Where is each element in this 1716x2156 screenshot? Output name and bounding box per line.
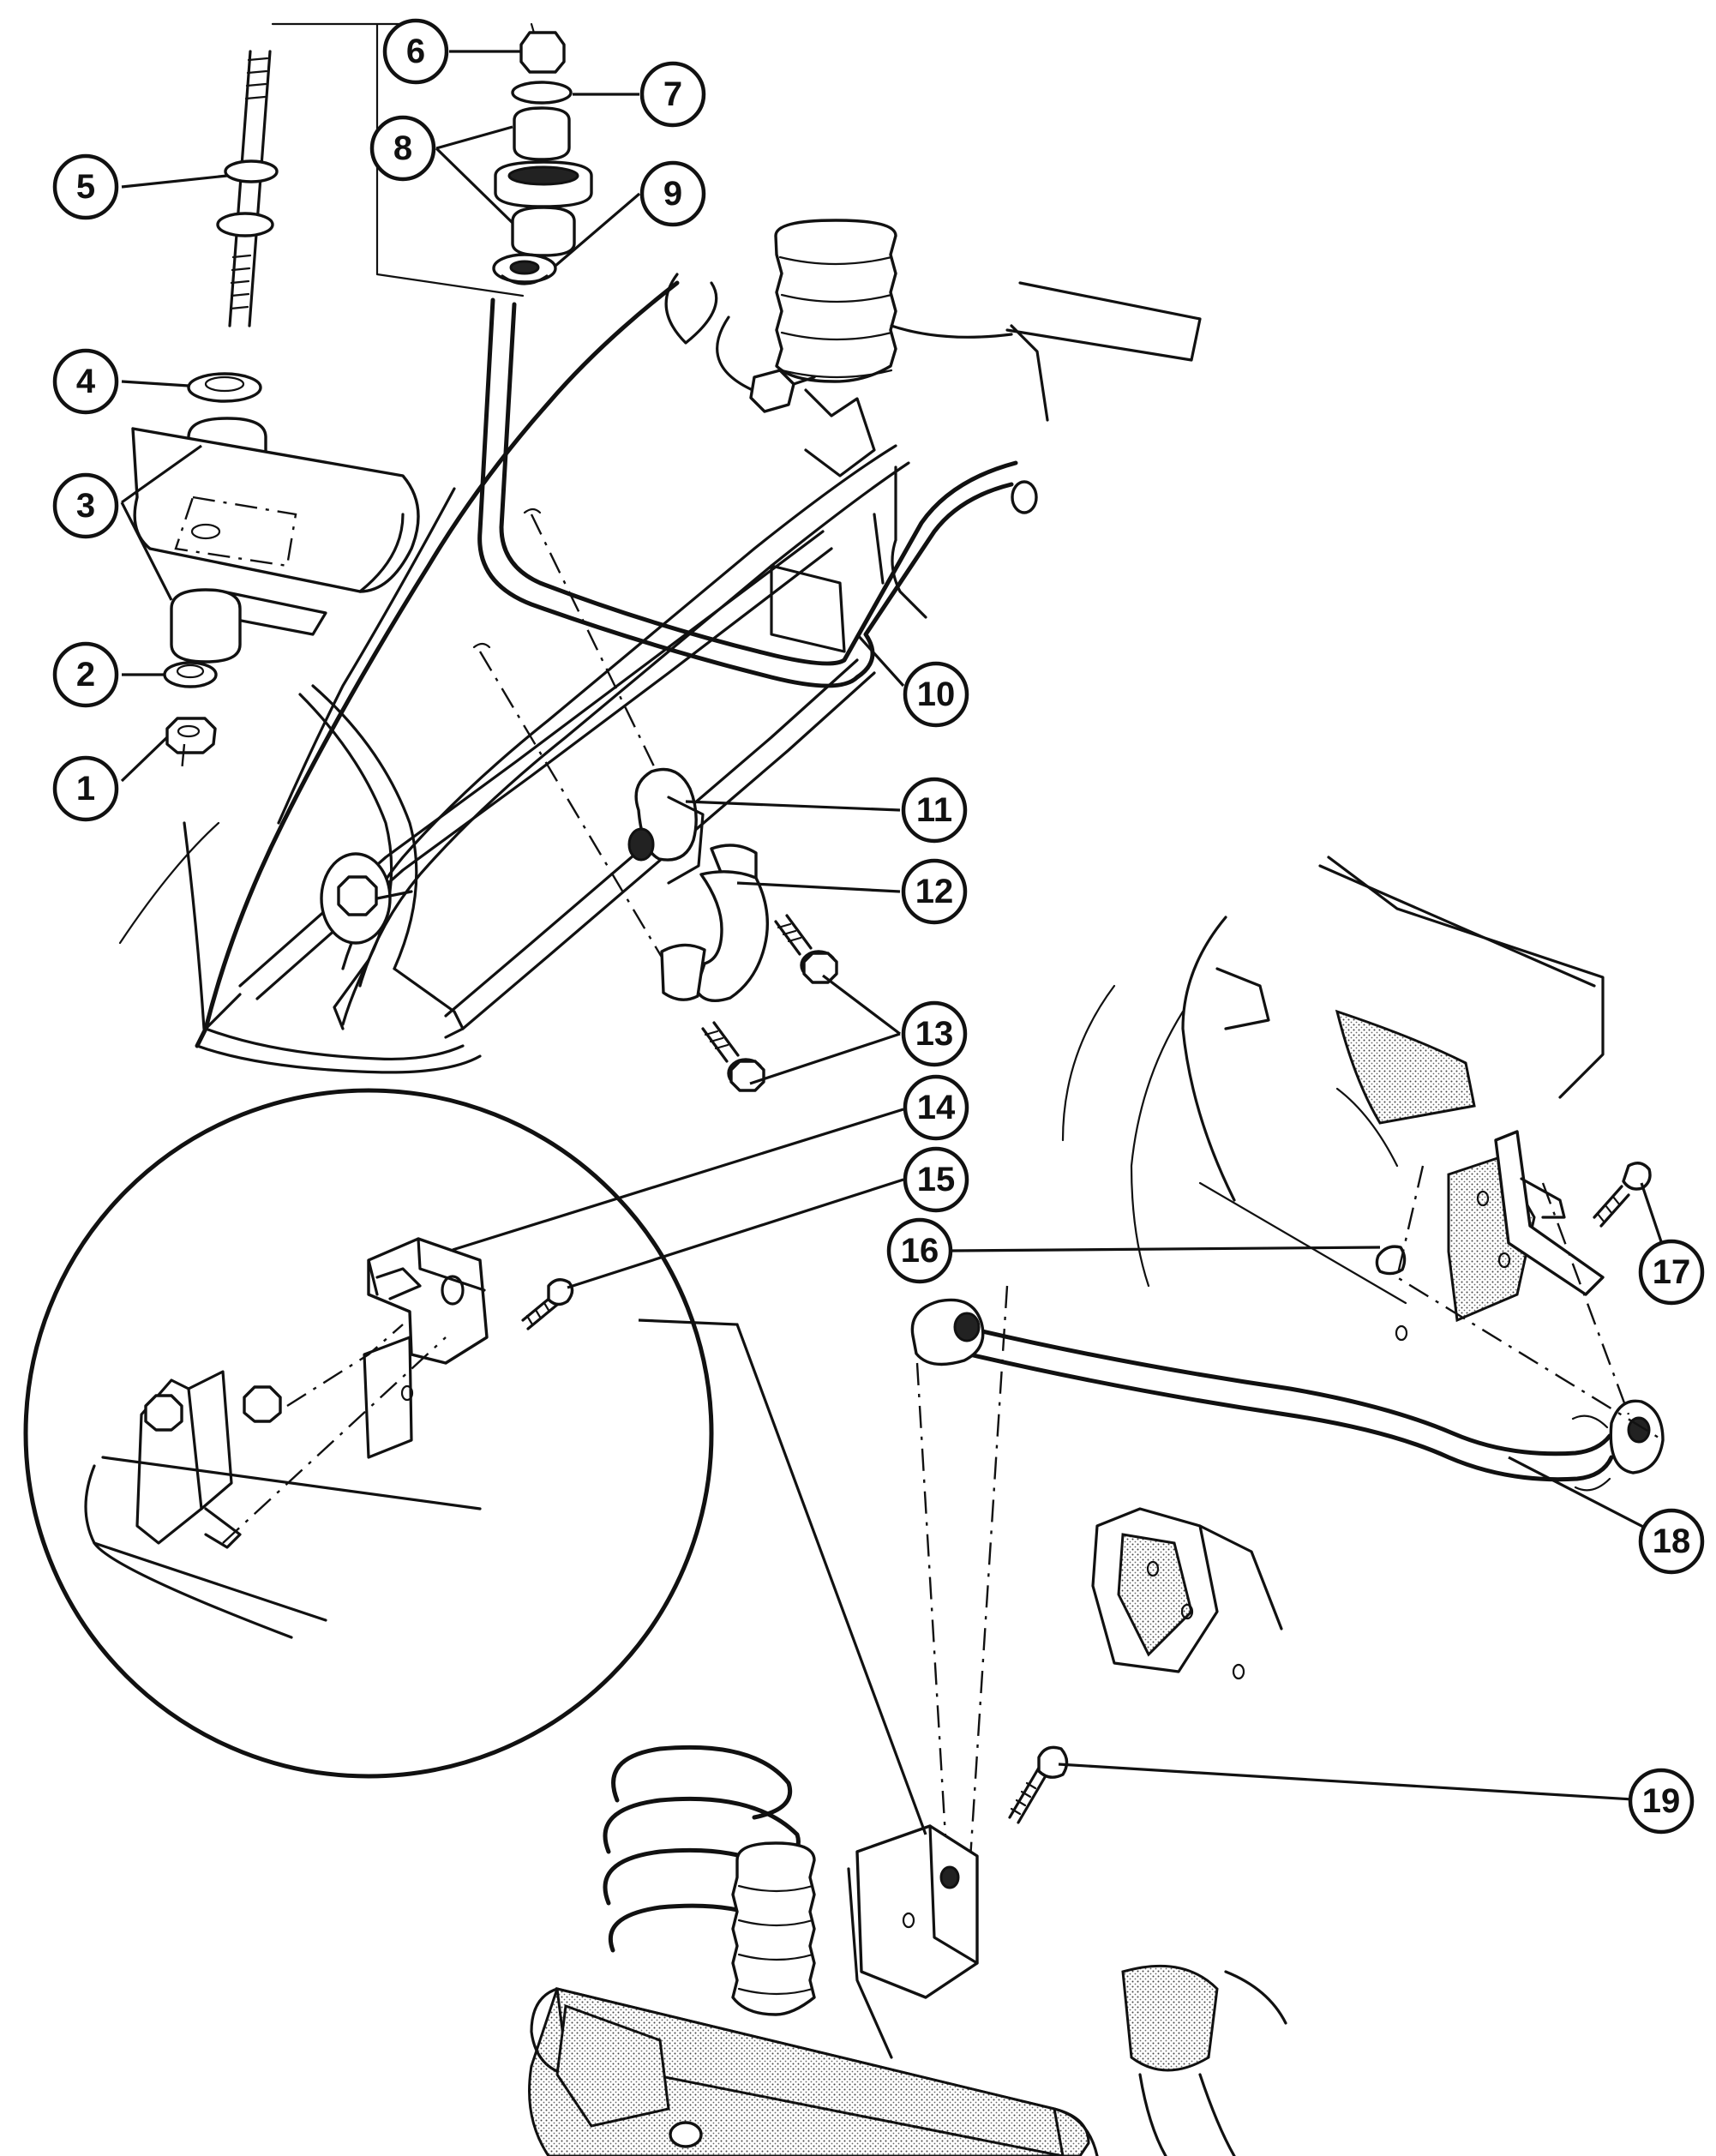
rear-axle-assembly [528,1745,1287,2156]
callout-label: 3 [76,487,95,525]
callout-label: 16 [901,1232,939,1270]
callout-3: 3 [52,472,119,539]
callout-16: 16 [886,1217,953,1284]
stud-assembly [131,50,420,772]
callout-1: 1 [52,755,119,822]
callout-label: 9 [663,175,682,213]
callout-2: 2 [52,641,119,708]
callout-10: 10 [903,661,969,728]
callout-9: 9 [639,160,706,227]
detail-inset [23,1088,714,1779]
callout-18: 18 [1638,1508,1705,1575]
callout-label: 11 [916,791,952,829]
callout-label: 7 [663,75,682,113]
callout-6: 6 [382,18,449,85]
callout-14: 14 [903,1074,969,1141]
callout-label: 4 [76,363,96,400]
callout-label: 5 [76,168,95,206]
callout-label: 18 [1653,1522,1691,1560]
callout-label: 15 [917,1161,956,1198]
callouts: 1 2 3 4 5 6 7 8 [52,18,1705,1835]
callout-label: 19 [1642,1782,1681,1820]
upper-mount-stack [271,22,593,297]
callout-label: 17 [1653,1253,1691,1291]
callout-label: 8 [393,129,412,167]
callout-label: 2 [76,656,95,694]
callout-label: 1 [76,770,95,808]
callout-label: 10 [917,676,956,713]
bushing-clamp-assembly [627,767,838,1092]
callout-4: 4 [52,348,119,415]
callout-12: 12 [901,858,968,925]
callout-label: 12 [915,873,954,910]
callout-11: 11 [901,777,968,844]
callout-13: 13 [901,1000,968,1067]
callout-label: 6 [406,33,425,70]
rear-frame-assembly [910,856,1665,1938]
callout-label: 14 [917,1089,956,1126]
callout-5: 5 [52,153,119,220]
callout-7: 7 [639,61,706,128]
callout-label: 13 [915,1015,954,1053]
callout-19: 19 [1628,1768,1695,1835]
front-suspension-frame [118,219,1202,1074]
callout-15: 15 [903,1146,969,1213]
callout-8: 8 [369,115,436,182]
leader-lines [120,50,1673,1835]
callout-17: 17 [1638,1239,1705,1306]
stabilizer-bar [472,297,1038,970]
